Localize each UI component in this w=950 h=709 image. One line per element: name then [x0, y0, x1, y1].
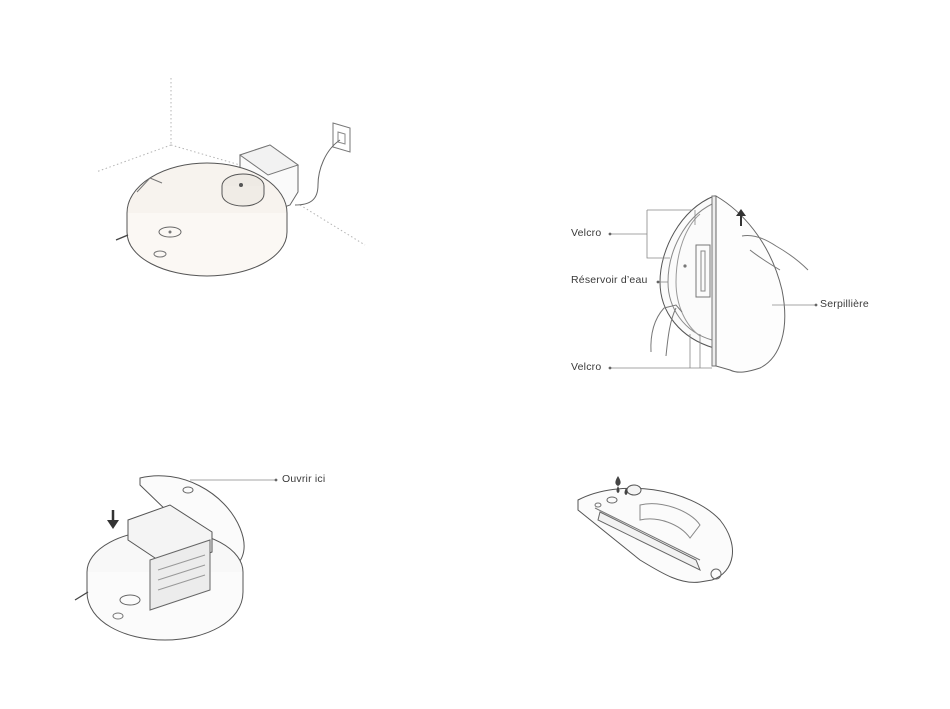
label-mop: Serpillière — [820, 298, 869, 310]
fill-water-tank-illustration — [578, 476, 732, 582]
label-water-tank: Réservoir d’eau — [571, 274, 648, 286]
robot-charging-illustration — [96, 78, 365, 276]
label-open-here: Ouvrir ici — [282, 473, 325, 485]
label-velcro-bottom: Velcro — [571, 361, 601, 373]
label-velcro-top: Velcro — [571, 227, 601, 239]
open-lid-illustration — [75, 476, 277, 640]
